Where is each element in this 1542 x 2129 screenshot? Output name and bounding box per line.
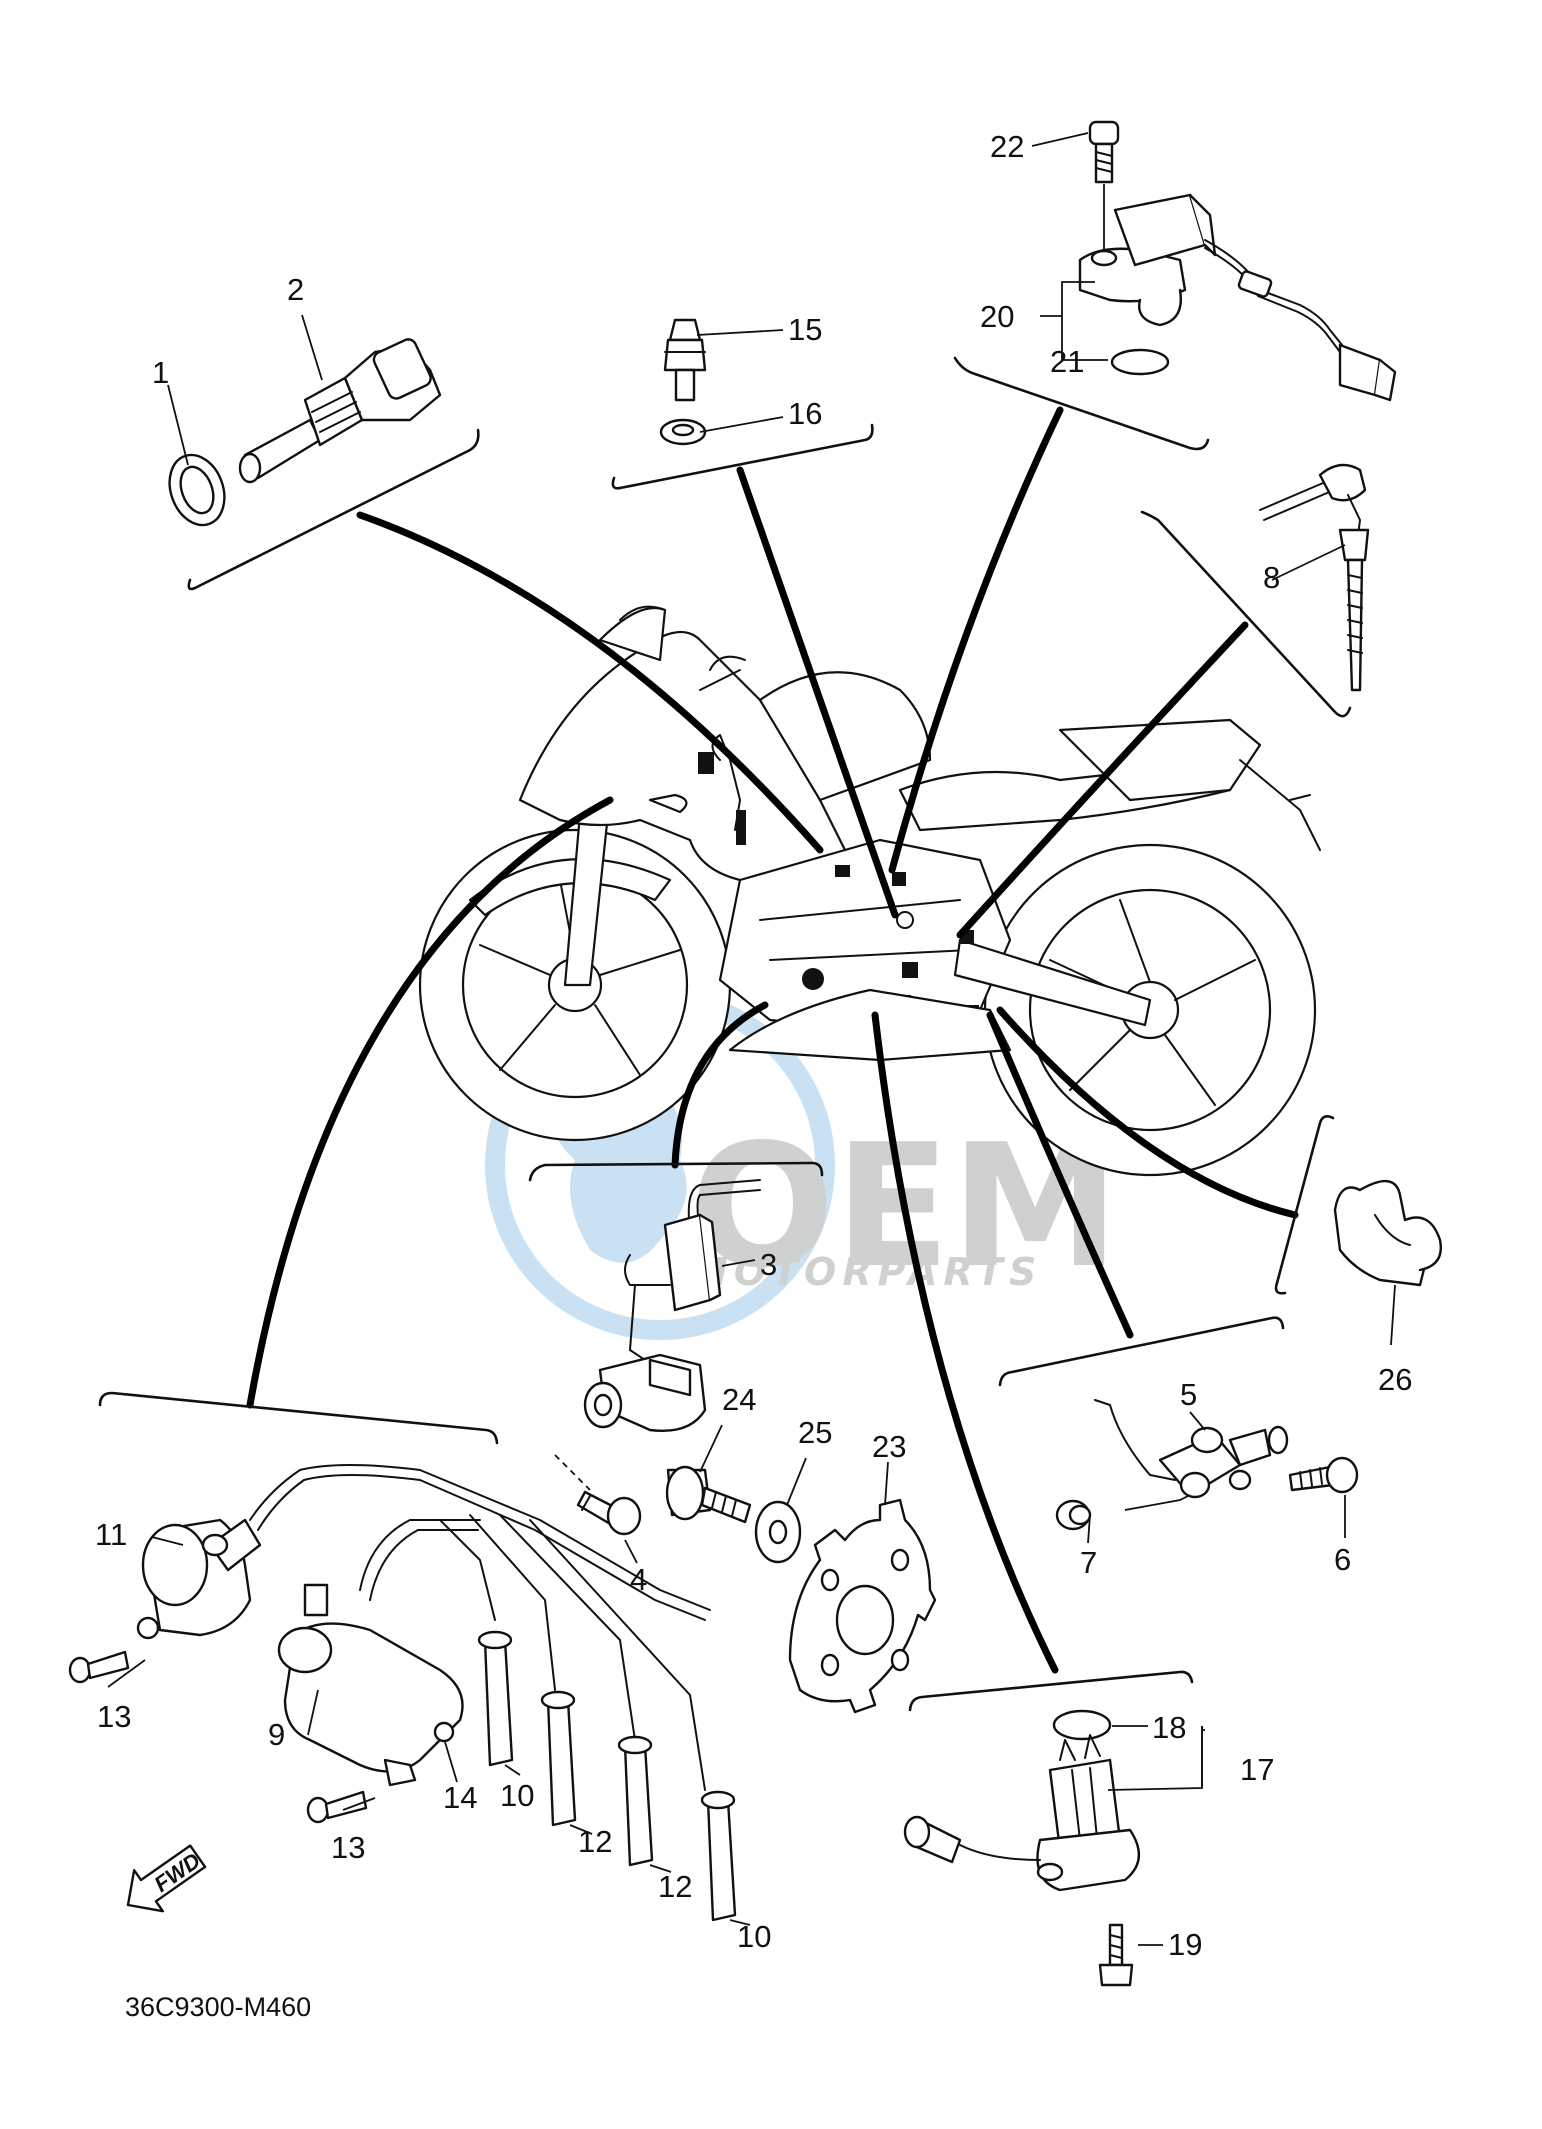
callout-24: 24	[722, 1382, 756, 1417]
callout-18: 18	[1152, 1710, 1186, 1745]
part-26-cord-holder	[1333, 1180, 1442, 1287]
motorcycle-illustration	[418, 605, 1321, 1177]
part-20-speed-sensor	[1078, 193, 1397, 402]
callout-7: 7	[1080, 1545, 1097, 1580]
callout-1: 1	[152, 355, 169, 390]
panel-ignition	[98, 1391, 499, 1445]
callout-labels: 1 2 3 4 5 6 7 8 9 10 10 11 12 12 13 13 1…	[95, 129, 1412, 1962]
part-6-bolt	[1288, 1456, 1359, 1494]
part-10-plug-cap-b	[700, 1790, 737, 1922]
part-17-crank-sensor	[903, 1734, 1140, 1892]
panel-brackets	[98, 356, 1352, 1712]
callout-13b: 13	[331, 1830, 365, 1865]
part-5-sensor	[1094, 1399, 1289, 1499]
part-10-plug-cap-a	[477, 1630, 514, 1767]
callout-10b: 10	[737, 1919, 771, 1954]
callout-6: 6	[1334, 1542, 1351, 1577]
watermark-sub: MOTORPARTS	[690, 1250, 1042, 1294]
leader-lines	[107, 132, 1396, 1946]
callout-17: 17	[1240, 1752, 1274, 1787]
part-4-bolt	[554, 1454, 642, 1536]
part-25-washer	[754, 1500, 802, 1564]
fwd-arrow-icon	[126, 1844, 207, 1913]
callout-8: 8	[1263, 560, 1280, 595]
part-12-plug-cap-b	[617, 1735, 654, 1867]
part-22-bolt	[1088, 120, 1120, 250]
part-7-collar	[1055, 1499, 1092, 1531]
swingarm	[953, 938, 1152, 1027]
panel-sensor-15-16	[618, 423, 874, 490]
part-12-plug-cap-a	[540, 1690, 577, 1827]
panel-sensor-5	[998, 1316, 1285, 1387]
panel-pickup-3	[528, 1161, 824, 1182]
part-1-gasket	[168, 453, 226, 527]
plug-wires	[439, 1514, 706, 1791]
fwd-arrow: FWD	[126, 1844, 207, 1913]
part-24-bolt	[665, 1465, 752, 1524]
callout-2: 2	[287, 272, 304, 307]
callout-26: 26	[1378, 1362, 1412, 1397]
callout-10a: 10	[500, 1778, 534, 1813]
callout-14: 14	[443, 1780, 477, 1815]
diagram-code: 36C9300-M460	[125, 1992, 311, 2022]
panel-sensor-8	[1140, 510, 1352, 718]
callout-22: 22	[990, 129, 1024, 164]
panel-sensor-20-22	[953, 356, 1210, 451]
part-11-ignition-coil	[136, 1464, 711, 1640]
part-8-oil-level-sensor	[1259, 463, 1370, 692]
panel-sensor-17	[908, 1670, 1194, 1712]
callout-5: 5	[1180, 1377, 1197, 1412]
part-2-temperature-sensor	[238, 338, 442, 484]
callout-16: 16	[788, 396, 822, 431]
part-13-bolt-a	[68, 1650, 130, 1684]
callout-12b: 12	[658, 1869, 692, 1904]
callout-25: 25	[798, 1415, 832, 1450]
part-13-bolt-b	[306, 1790, 368, 1824]
callout-11: 11	[95, 1517, 127, 1552]
callout-23: 23	[872, 1429, 906, 1464]
panel-holder-26	[1275, 1115, 1335, 1285]
part-19-bolt	[1098, 1923, 1134, 1987]
tail-section	[1058, 718, 1262, 802]
part-16-washer	[659, 418, 707, 446]
part-15-sensor-plug	[663, 318, 707, 402]
part-9-ignition-coil	[277, 1519, 481, 1787]
callout-3: 3	[760, 1247, 777, 1282]
callout-20: 20	[980, 299, 1014, 334]
connector-lines	[246, 406, 1299, 1674]
callout-19: 19	[1168, 1927, 1202, 1962]
part-3-pickup-coil	[583, 1179, 761, 1432]
callout-21: 21	[1050, 344, 1084, 379]
part-23-pickup-rotor	[788, 1498, 937, 1714]
part-18-o-ring	[1052, 1709, 1112, 1741]
callout-12a: 12	[578, 1824, 612, 1859]
callout-9: 9	[268, 1717, 285, 1752]
part-21-o-ring	[1110, 348, 1170, 376]
callout-15: 15	[788, 312, 822, 347]
under-cowl	[728, 988, 1012, 1062]
callout-13a: 13	[97, 1699, 131, 1734]
callout-4: 4	[630, 1562, 647, 1597]
panel-sensor-1-2	[193, 428, 480, 590]
